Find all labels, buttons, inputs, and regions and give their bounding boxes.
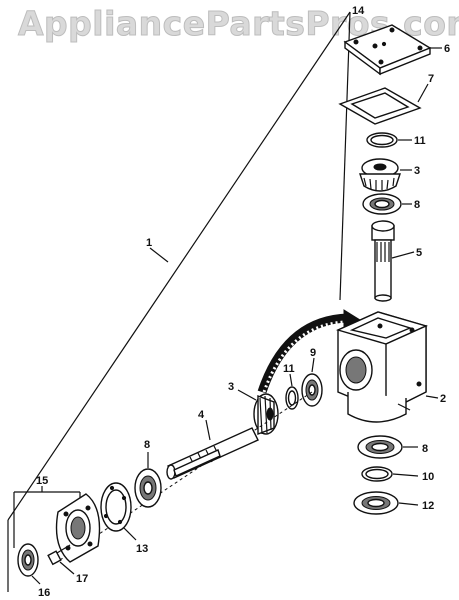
callout-16: 16 <box>38 587 50 599</box>
callout-7: 7 <box>428 73 434 85</box>
part-17-bolt <box>47 544 75 575</box>
callout-labels: 14 6 7 11 3 8 1 5 9 11 3 2 4 8 8 10 15 1… <box>36 5 450 599</box>
callout-11-upper: 11 <box>414 135 426 147</box>
part-16-seal <box>17 543 41 585</box>
callout-4: 4 <box>198 409 205 421</box>
callout-9: 9 <box>310 347 316 359</box>
part-13-gasket <box>100 482 137 541</box>
part-2-gear-housing <box>335 311 439 423</box>
callout-5: 5 <box>416 247 422 259</box>
callout-8-upper: 8 <box>414 199 420 211</box>
callout-2: 2 <box>440 393 446 405</box>
part-6-cover-plate <box>343 24 442 76</box>
part-11-retaining-ring-upper <box>366 132 412 148</box>
callout-10: 10 <box>422 471 434 483</box>
callout-13: 13 <box>136 543 148 555</box>
callout-8-left: 8 <box>144 439 150 451</box>
part-3-bevel-gear-upper <box>359 158 412 192</box>
part-15-bearing-housing <box>55 493 101 563</box>
part-11-retaining-ring-middle <box>285 373 299 410</box>
part-3-bevel-gear-lower <box>237 389 279 436</box>
part-4-drive-shaft <box>166 419 259 480</box>
part-8-bearing-left <box>134 452 162 508</box>
callout-12: 12 <box>422 500 434 512</box>
callout-14: 14 <box>352 5 365 17</box>
shaft-axis-line <box>59 391 313 561</box>
callout-3-lower: 3 <box>228 381 234 393</box>
part-5-vertical-shaft <box>371 220 415 302</box>
callout-17: 17 <box>76 573 88 585</box>
assembly-bracket-1 <box>7 11 351 592</box>
callout-11-middle: 11 <box>283 363 295 375</box>
callout-8-lower-right: 8 <box>422 443 428 455</box>
part-10-retaining-ring <box>361 466 419 482</box>
callout-1: 1 <box>146 237 152 249</box>
part-8-bearing-lower-right <box>357 435 418 459</box>
callout-3-upper: 3 <box>414 165 420 177</box>
part-8-bearing-upper <box>362 193 412 215</box>
part-9-bearing <box>301 357 323 407</box>
part-12-seal <box>353 491 419 515</box>
callout-15: 15 <box>36 475 48 487</box>
bracket-15 <box>13 486 81 548</box>
callout-6: 6 <box>444 43 450 55</box>
part-7-gasket <box>338 83 429 125</box>
